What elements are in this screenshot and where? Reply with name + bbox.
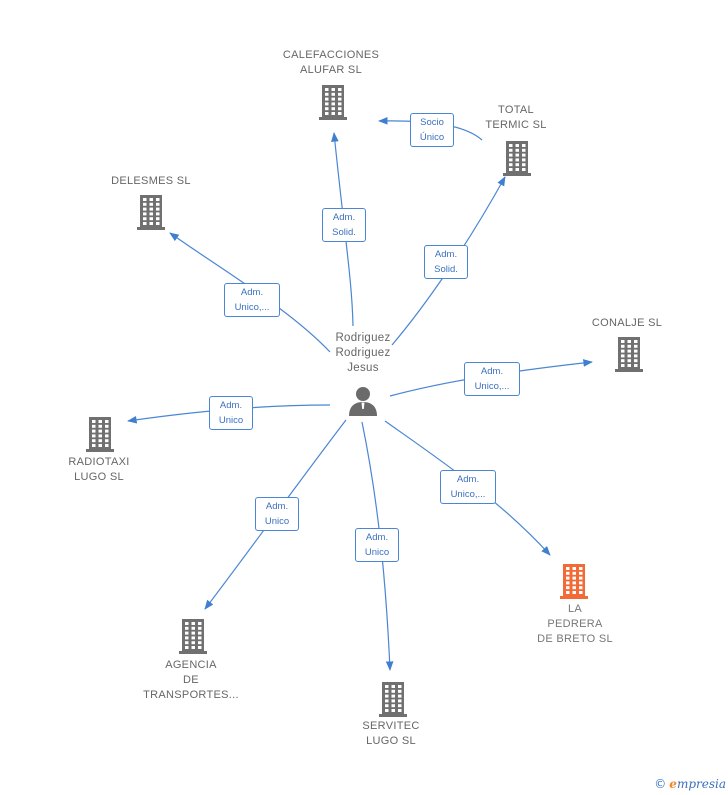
person-label[interactable]: Rodriguez Rodriguez Jesus xyxy=(335,332,391,374)
edge-label-la-pedrera[interactable]: Adm. Unico,... xyxy=(440,470,496,504)
building-icon[interactable] xyxy=(318,84,348,120)
empresia-brand[interactable]: ©empresia xyxy=(654,777,726,791)
building-icon[interactable] xyxy=(85,416,115,452)
company-label-la-pedrera[interactable]: LA PEDRERA DE BRETO SL xyxy=(537,603,613,645)
building-icon[interactable] xyxy=(614,336,644,372)
copyright-icon: © xyxy=(654,777,667,791)
edge-label-delesmes[interactable]: Adm. Unico,... xyxy=(224,283,280,317)
edge-label-servitec[interactable]: Adm. Unico xyxy=(355,528,399,562)
building-icon[interactable] xyxy=(502,140,532,176)
edge-label-agencia[interactable]: Adm. Unico xyxy=(255,497,299,531)
company-label-delesmes[interactable]: DELESMES SL xyxy=(111,175,191,187)
edge-label-calefacciones[interactable]: Adm. Solid. xyxy=(322,208,366,242)
company-label-calefacciones[interactable]: CALEFACCIONES ALUFAR SL xyxy=(282,49,380,76)
edge-label-total-termic[interactable]: Adm. Solid. xyxy=(424,245,468,279)
building-icon[interactable] xyxy=(178,618,208,654)
company-label-agencia[interactable]: AGENCIA DE TRANSPORTES... xyxy=(143,659,239,701)
company-label-total-termic[interactable]: TOTAL TERMIC SL xyxy=(485,104,547,131)
building-icon[interactable] xyxy=(559,563,589,599)
person-icon[interactable] xyxy=(348,385,378,417)
edge-label-calefacciones-from-total-termic[interactable]: Socio Único xyxy=(410,113,454,147)
company-label-conalje[interactable]: CONALJE SL xyxy=(591,317,663,329)
edge-center-to-calefacciones xyxy=(331,132,354,327)
building-icon[interactable] xyxy=(378,681,408,717)
edge-label-radiotaxi[interactable]: Adm. Unico xyxy=(209,396,253,430)
building-icon[interactable] xyxy=(136,194,166,230)
edge-label-conalje[interactable]: Adm. Unico,... xyxy=(464,362,520,396)
company-label-radiotaxi[interactable]: RADIOTAXI LUGO SL xyxy=(68,456,130,483)
company-label-servitec[interactable]: SERVITEC LUGO SL xyxy=(362,720,420,747)
